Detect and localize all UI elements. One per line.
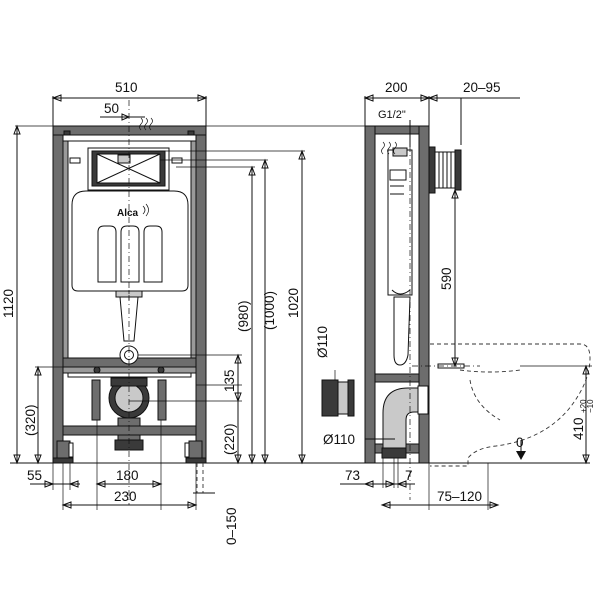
dim-offset-50: 50 [104,101,119,116]
dim-height-135: 135 [222,369,237,392]
tol-minus: −10 [586,399,595,413]
dim-range-75-120: 75–120 [437,489,482,504]
dim-bottom-230: 230 [114,489,137,504]
dim-bottom-55: 55 [27,468,42,483]
wc-bowl-outline [430,343,591,467]
side-frame-front [418,125,430,464]
dim-height-1020: 1020 [286,288,301,318]
front-view: Alca [1,80,306,545]
dim-height-1120: 1120 [1,289,16,318]
dim-range-20-95: 20–95 [463,80,501,95]
frame-right-post [195,125,207,463]
dim-7: 7 [405,468,413,483]
label-d110-bottom: Ø110 [323,432,355,447]
brand-label: Alca [117,208,139,219]
side-view: 200 20–95 G1/2" 590 Ø110 Ø110 73 7 75–12… [205,80,595,510]
label-g12: G1/2" [378,109,406,121]
label-d110-top: Ø110 [315,326,330,358]
pipe-110-piece [321,379,339,417]
dim-73: 73 [345,468,360,483]
dim-width-510: 510 [115,80,138,95]
dim-height-220: (220) [222,423,237,455]
dim-height-1000: (1000) [262,291,277,330]
tol-plus: +20 [579,399,588,413]
frame-top-bar [52,125,207,136]
dim-adjust-0-150: 0–150 [224,507,239,545]
dim-height-410: 410 [571,417,586,440]
side-cistern [387,149,413,296]
flush-button-housing [428,146,436,194]
floor-zero-marker [516,451,526,460]
dim-height-320: (320) [23,404,38,436]
floor-zero-label: 0 [516,435,524,450]
side-frame-back [364,125,376,464]
dim-height-590: 590 [439,267,454,290]
cistern-tank [71,190,189,292]
dim-height-980: (980) [236,300,251,332]
dim-bottom-180: 180 [116,468,139,483]
frame-bottom-bar [62,425,197,436]
frame-left-post [52,125,64,463]
dim-depth-200: 200 [385,80,408,95]
